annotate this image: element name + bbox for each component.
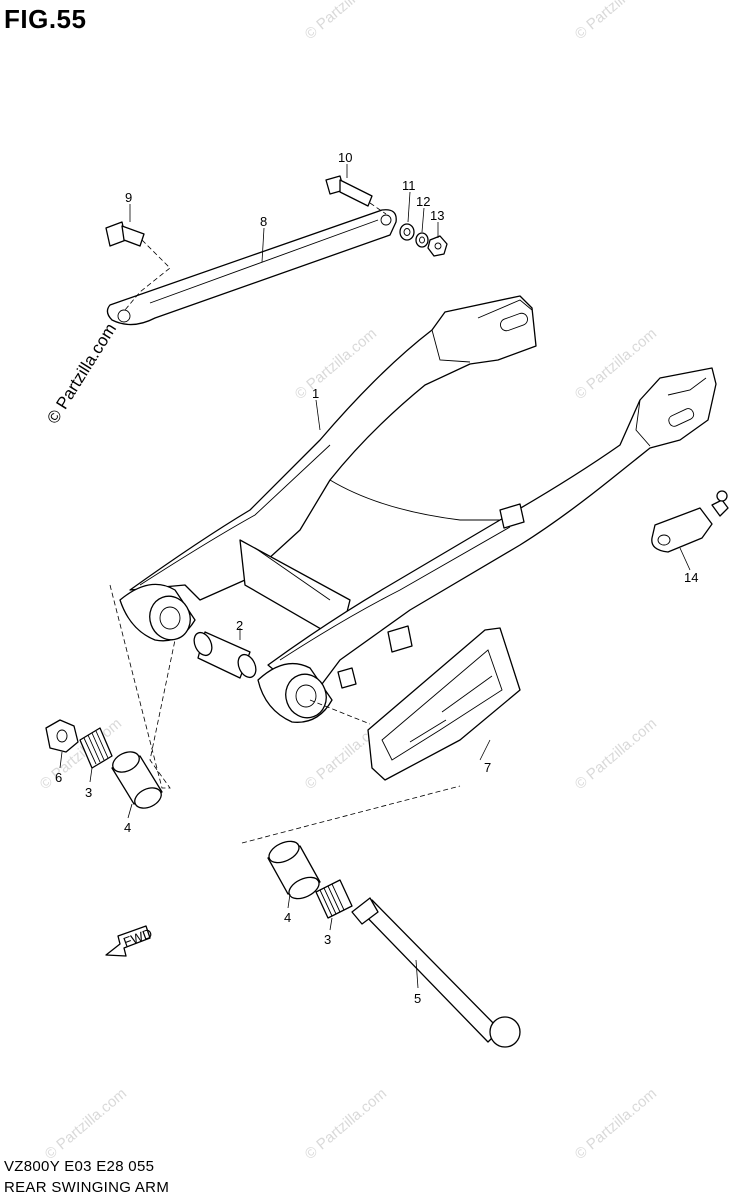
part-8-torque-link: [106, 209, 397, 326]
watermark: © Partzilla.com: [572, 325, 660, 403]
part-9-bolt: [105, 221, 171, 311]
part-3-needle-bearing-right: [315, 879, 353, 919]
part-14-chain-adjuster: [651, 490, 729, 553]
part-12-washer: [415, 232, 429, 248]
part-10-bolt: [325, 175, 387, 215]
callout-5: 5: [414, 991, 421, 1006]
part-6-nut: [45, 719, 79, 753]
leader-lines: [59, 164, 691, 989]
part-1-swing-arm: [119, 295, 717, 723]
fwd-arrow-icon: FWD: [105, 925, 154, 957]
watermark-dark: © Partzilla.com: [43, 320, 120, 427]
assembly-line-left: [109, 584, 176, 789]
watermark: © Partzilla.com: [572, 715, 660, 793]
watermark-layer: © Partzilla.com © Partzilla.com © Partzi…: [37, 0, 660, 1163]
part-5-pivot-shaft: [351, 897, 521, 1048]
callout-12: 12: [416, 194, 430, 209]
watermark: © Partzilla.com: [302, 1085, 390, 1163]
watermark: © Partzilla.com: [572, 1085, 660, 1163]
part-13-nut: [427, 235, 448, 257]
section-title: REAR SWINGING ARM: [4, 1179, 170, 1196]
watermark: © Partzilla.com: [302, 0, 390, 43]
callout-3-left: 3: [85, 785, 92, 800]
part-3-needle-bearing-left: [79, 727, 113, 769]
callout-4-right: 4: [284, 910, 291, 925]
callout-11: 11: [402, 178, 416, 193]
callout-1: 1: [312, 386, 319, 401]
callout-10: 10: [338, 150, 352, 165]
callout-14: 14: [684, 570, 698, 585]
assembly-line-right: [241, 699, 461, 844]
part-4-spacer-right: [267, 840, 321, 900]
part-2-sleeve: [193, 631, 257, 679]
callout-9: 9: [125, 190, 132, 205]
callout-8: 8: [260, 214, 267, 229]
callout-2: 2: [236, 618, 243, 633]
callout-7: 7: [484, 760, 491, 775]
callout-6: 6: [55, 770, 62, 785]
part-11-washer: [399, 223, 415, 241]
figure-title: FIG.55: [4, 4, 87, 34]
callout-labels: 1 2 3 3 4 4 5 6 7 8 9 10 11 12 13 14: [55, 150, 698, 1006]
watermark: © Partzilla.com: [42, 1085, 130, 1163]
part-4-spacer-left: [111, 751, 163, 809]
callout-3-right: 3: [324, 932, 331, 947]
callout-13: 13: [430, 208, 444, 223]
fwd-label: FWD: [121, 925, 154, 949]
watermark: © Partzilla.com: [572, 0, 660, 43]
model-code: VZ800Y E03 E28 055: [4, 1158, 155, 1175]
part-7-chain-case: [367, 627, 521, 781]
callout-4-left: 4: [124, 820, 131, 835]
